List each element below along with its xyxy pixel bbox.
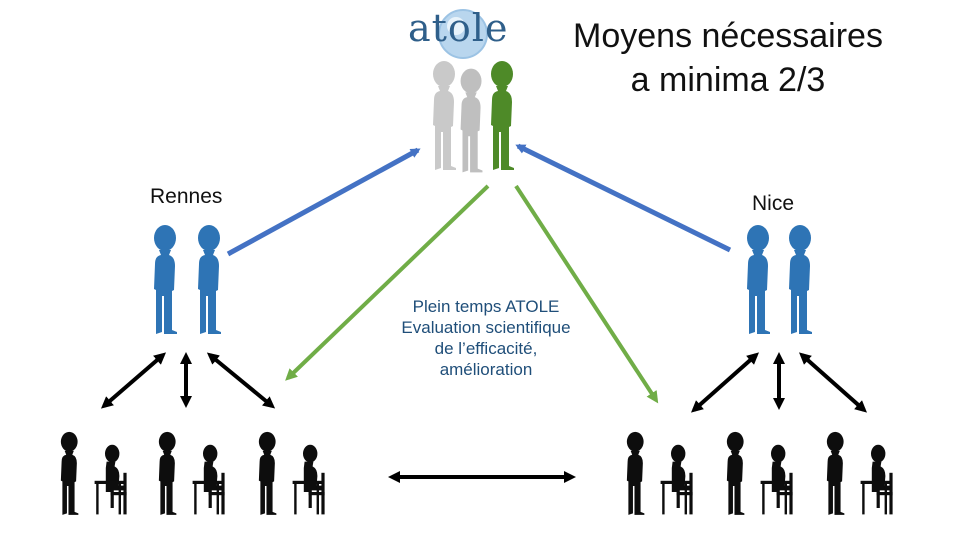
seated-student-icon (292, 444, 325, 515)
person-icon (747, 225, 770, 334)
title-line-2: a minima 2/3 (630, 61, 826, 99)
person-icon (158, 431, 177, 515)
logo-text: atole (408, 6, 509, 50)
site-label-rennes: Rennes (150, 185, 223, 208)
center-note-line-4: amélioration (439, 360, 533, 379)
atole-team (433, 61, 514, 173)
person-icon (433, 61, 456, 170)
title-line-1: Moyens nécessaires (573, 17, 883, 55)
seated-student-icon (192, 444, 225, 515)
person-icon (198, 225, 221, 334)
person-icon (789, 225, 812, 334)
slide-title: Moyens nécessaires a minima 2/3 (548, 14, 908, 102)
center-note-line-1: Plein temps ATOLE (412, 297, 560, 316)
person-icon (60, 431, 79, 515)
seated-student-icon (860, 444, 893, 515)
seated-student-icon (760, 444, 793, 515)
rennes-class (60, 431, 325, 515)
person-icon (826, 431, 845, 515)
center-note-line-2: Evaluation scientifique (401, 318, 571, 337)
arrow-nice-to-atole (515, 143, 732, 253)
rennes-links (100, 352, 276, 409)
center-note-line-3: de l’efficacité, (434, 339, 538, 358)
rennes-staff (154, 225, 221, 334)
seated-student-icon (94, 444, 127, 515)
person-icon (491, 61, 514, 170)
person-icon (154, 225, 177, 334)
person-icon (258, 431, 277, 515)
nice-staff (747, 225, 812, 334)
arrow-atole-to-rennes-class (285, 184, 490, 381)
person-icon (626, 431, 645, 515)
arrow-rennes-to-atole (226, 147, 421, 257)
site-label-nice: Nice (752, 192, 795, 215)
atole-logo (438, 9, 488, 59)
nice-links (691, 352, 867, 413)
person-icon (726, 431, 745, 515)
seated-student-icon (660, 444, 693, 515)
center-note: Plein temps ATOLE Evaluation scientifiqu… (380, 296, 592, 380)
person-icon (460, 68, 483, 173)
arrow-atole-to-nice-class (514, 184, 659, 404)
nice-class (626, 431, 893, 515)
